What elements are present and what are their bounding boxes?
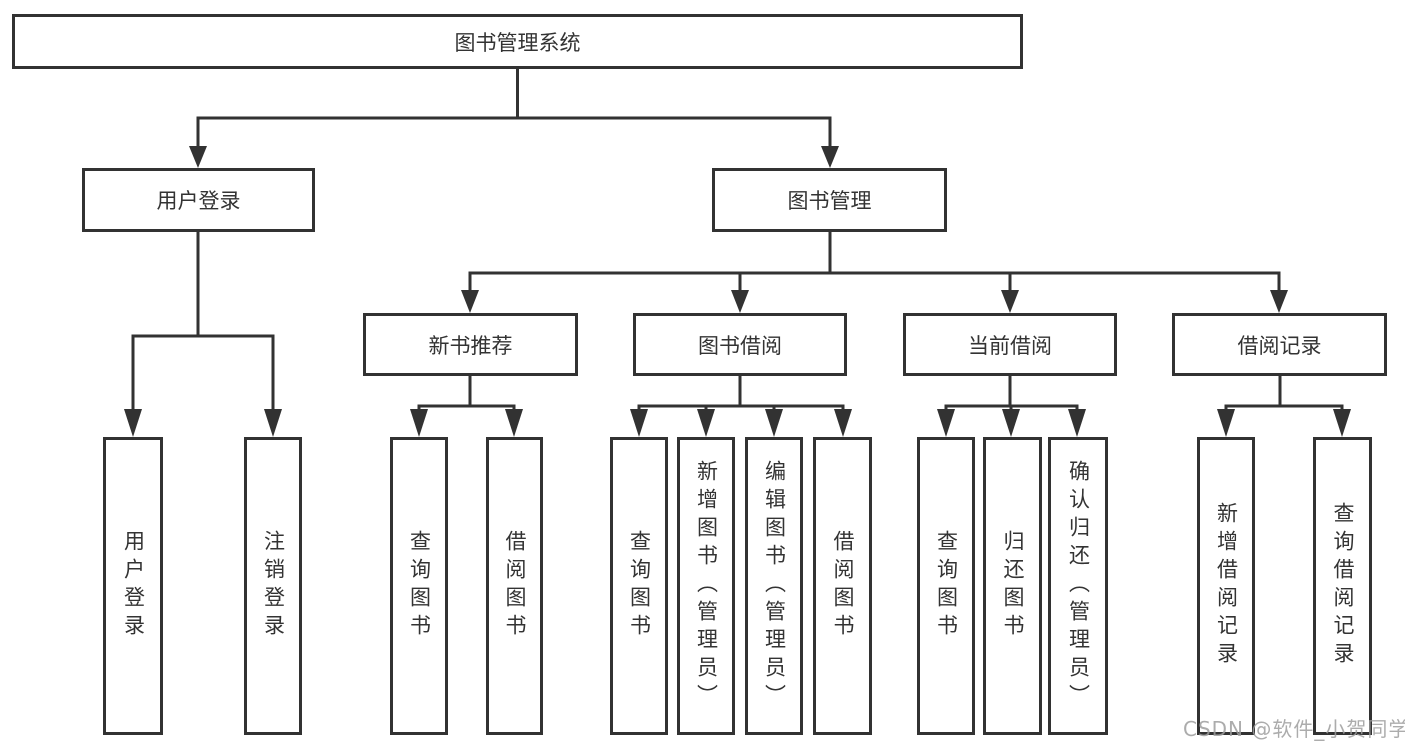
connector-root-to-level1 xyxy=(196,69,832,147)
arrow-down-icon xyxy=(1068,409,1086,437)
connector-new-book-rec-branch xyxy=(417,376,516,410)
arrow-down-icon xyxy=(765,409,783,437)
node-leaf-bb-edit-book: 编辑图书（管理员） xyxy=(745,437,803,735)
node-current-borrow-label: 当前借阅 xyxy=(968,333,1052,358)
node-leaf-user-login-label: 用户登录 xyxy=(121,530,146,642)
node-leaf-bb-add-book: 新增图书（管理员） xyxy=(677,437,735,735)
node-leaf-bb-borrow-book-label: 借阅图书 xyxy=(831,530,855,642)
node-root-system-label: 图书管理系统 xyxy=(454,30,581,55)
connector-user-login-branch xyxy=(131,232,275,410)
node-leaf-br-add-record: 新增借阅记录 xyxy=(1197,437,1255,735)
node-leaf-bb-add-book-label: 新增图书（管理员） xyxy=(694,460,719,712)
node-borrow-records-label: 借阅记录 xyxy=(1237,333,1322,358)
node-book-mgmt: 图书管理 xyxy=(712,168,947,232)
arrow-down-icon xyxy=(630,409,648,437)
arrow-down-icon xyxy=(461,290,479,313)
arrow-down-icon xyxy=(505,409,523,437)
arrow-down-icon xyxy=(189,146,207,168)
arrow-down-icon xyxy=(731,290,749,313)
node-current-borrow: 当前借阅 xyxy=(903,313,1117,376)
arrow-down-icon xyxy=(821,146,839,168)
node-leaf-bb-query-book-label: 查询图书 xyxy=(627,530,652,642)
arrow-down-icon xyxy=(834,409,852,437)
arrow-down-icon xyxy=(410,409,428,437)
node-book-borrow-label: 图书借阅 xyxy=(698,333,782,358)
node-leaf-br-query-record: 查询借阅记录 xyxy=(1313,437,1372,735)
node-leaf-nb-borrow-book-label: 借阅图书 xyxy=(503,530,527,642)
node-leaf-nb-borrow-book: 借阅图书 xyxy=(486,437,543,735)
arrow-down-icon xyxy=(264,409,282,437)
node-leaf-cb-confirm-return-label: 确认归还（管理员） xyxy=(1066,460,1091,712)
node-new-book-rec: 新书推荐 xyxy=(363,313,578,376)
connector-borrow-records-branch xyxy=(1224,376,1344,410)
node-root-system: 图书管理系统 xyxy=(12,14,1023,69)
arrow-down-icon xyxy=(1002,409,1020,437)
arrow-down-icon xyxy=(124,409,142,437)
node-leaf-logout: 注销登录 xyxy=(244,437,302,735)
connector-book-borrow-branch xyxy=(637,376,845,410)
arrow-down-icon xyxy=(1217,409,1235,437)
node-leaf-cb-query-book-label: 查询图书 xyxy=(934,530,959,642)
node-leaf-cb-return-book: 归还图书 xyxy=(983,437,1042,735)
arrow-down-icon xyxy=(1001,290,1019,313)
node-leaf-bb-query-book: 查询图书 xyxy=(610,437,668,735)
connector-book-mgmt-to-level2 xyxy=(468,232,1281,291)
node-borrow-records: 借阅记录 xyxy=(1172,313,1387,376)
node-leaf-user-login: 用户登录 xyxy=(103,437,163,735)
node-leaf-br-query-record-label: 查询借阅记录 xyxy=(1331,502,1355,670)
arrow-down-icon xyxy=(1270,290,1288,313)
arrow-down-icon xyxy=(937,409,955,437)
node-leaf-nb-query-book-label: 查询图书 xyxy=(407,530,432,642)
csdn-watermark: CSDN @软件_小贺同学 xyxy=(1183,717,1405,741)
arrow-down-icon xyxy=(697,409,715,437)
node-user-login-label: 用户登录 xyxy=(156,189,241,213)
node-leaf-nb-query-book: 查询图书 xyxy=(390,437,448,735)
node-leaf-cb-confirm-return: 确认归还（管理员） xyxy=(1048,437,1108,735)
node-user-login: 用户登录 xyxy=(82,168,315,232)
connector-current-borrow-branch xyxy=(944,376,1079,410)
node-leaf-cb-return-book-label: 归还图书 xyxy=(1001,530,1025,642)
arrow-down-icon xyxy=(1333,409,1351,437)
node-leaf-logout-label: 注销登录 xyxy=(261,530,286,642)
node-leaf-cb-query-book: 查询图书 xyxy=(917,437,975,735)
node-leaf-br-add-record-label: 新增借阅记录 xyxy=(1214,502,1239,670)
node-new-book-rec-label: 新书推荐 xyxy=(428,333,513,358)
node-leaf-bb-edit-book-label: 编辑图书（管理员） xyxy=(762,460,787,712)
node-leaf-bb-borrow-book: 借阅图书 xyxy=(813,437,872,735)
node-book-borrow: 图书借阅 xyxy=(633,313,847,376)
node-book-mgmt-label: 图书管理 xyxy=(787,189,872,213)
